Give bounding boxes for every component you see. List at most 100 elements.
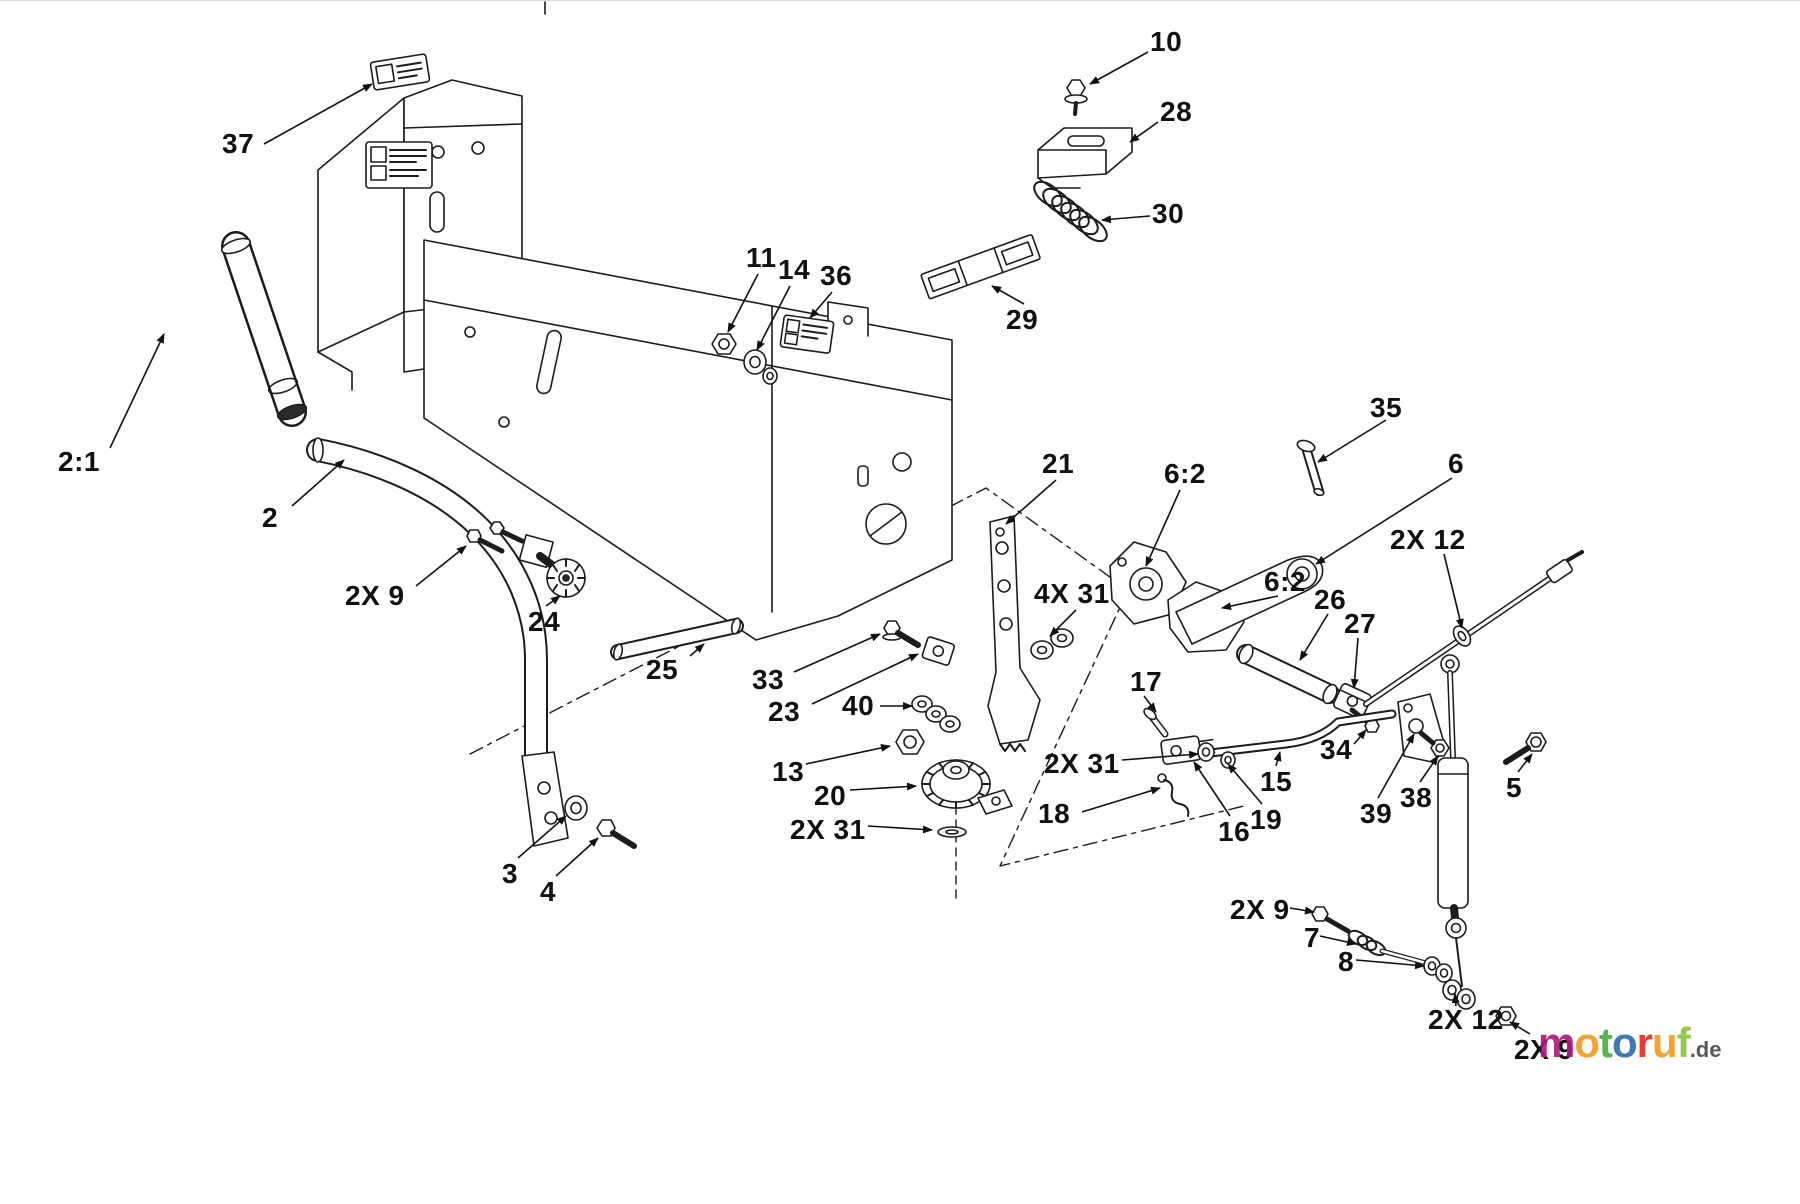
bevel-gear-20 xyxy=(921,759,1013,815)
leader-line-19 xyxy=(517,815,567,859)
leader-line-42 xyxy=(1289,906,1315,915)
leader-line-28 xyxy=(1299,613,1329,661)
page-top-edge xyxy=(0,0,1800,1)
leader-line-41 xyxy=(1355,959,1425,970)
bushing-39 xyxy=(1408,718,1424,734)
clevis-pin-35 xyxy=(1296,439,1325,497)
lever-arm-6 xyxy=(1175,555,1324,645)
leader-line-3 xyxy=(1101,215,1151,224)
lower-linkage xyxy=(1143,707,1397,817)
leader-line-21 xyxy=(1005,479,1057,525)
leader-line-14 xyxy=(811,653,919,705)
washers-40 xyxy=(911,695,961,733)
console-assembly xyxy=(317,53,953,641)
leader-line-8 xyxy=(109,333,165,449)
leader-line-27 xyxy=(1443,553,1464,629)
leader-line-0 xyxy=(263,83,373,145)
top-fasteners xyxy=(711,333,778,385)
leader-line-35 xyxy=(1273,751,1282,767)
spring-30 xyxy=(1033,180,1108,243)
washer-31-left xyxy=(937,826,967,838)
watermark-letter: o xyxy=(1612,1019,1638,1066)
leader-line-25 xyxy=(1315,477,1453,565)
leader-line-4 xyxy=(991,285,1025,305)
cam-lever-assembly xyxy=(1030,439,1584,733)
watermark-letter: m xyxy=(1538,1019,1575,1066)
watermark-letter: f xyxy=(1676,1019,1691,1066)
watermark-letter: u xyxy=(1652,1019,1678,1066)
leader-line-23 xyxy=(1049,609,1077,637)
leader-line-33 xyxy=(1419,755,1439,783)
leader-line-31 xyxy=(1353,729,1367,745)
washer-31-a xyxy=(1030,640,1054,660)
latch-parts xyxy=(920,79,1133,300)
leader-line-5 xyxy=(727,273,759,333)
rod-25 xyxy=(610,617,744,661)
knob-24 xyxy=(518,534,586,598)
leader-line-29 xyxy=(1350,637,1359,689)
leader-line-30 xyxy=(1143,695,1157,713)
bottom-hardware xyxy=(1311,906,1517,1026)
clevis-27 xyxy=(1332,683,1372,720)
leader-line-32 xyxy=(1377,733,1415,799)
upper-handle-tube xyxy=(220,231,308,427)
leader-line-24 xyxy=(1221,595,1279,611)
leader-line-17 xyxy=(849,782,917,791)
leader-line-36 xyxy=(1227,763,1263,805)
leader-line-26 xyxy=(1317,419,1387,463)
leader-line-13 xyxy=(793,633,881,673)
latch-plate-29 xyxy=(920,234,1041,300)
leader-line-11 xyxy=(545,595,561,607)
leader-line-12 xyxy=(689,643,705,657)
knob-and-rod-parts xyxy=(466,521,744,661)
shift-lever-21 xyxy=(987,515,1041,752)
nut-13 xyxy=(895,729,925,755)
cotter-pin-18 xyxy=(1157,773,1190,817)
leader-line-1 xyxy=(1089,51,1149,85)
washer-3 xyxy=(564,795,588,821)
watermark-letter: r xyxy=(1636,1019,1653,1066)
washer-8-b xyxy=(1435,963,1453,983)
lower-handle-tube xyxy=(306,437,637,849)
bolt-9b xyxy=(489,521,505,535)
leader-line-20 xyxy=(555,837,599,877)
leader-line-34 xyxy=(1517,753,1533,773)
shock-absorber-5 xyxy=(1437,654,1469,939)
spring-link-7 xyxy=(1347,929,1429,966)
decal-right xyxy=(779,314,835,354)
shock-absorber-assembly xyxy=(1397,654,1547,939)
leader-line-38 xyxy=(1081,786,1161,813)
washer-14 xyxy=(743,349,767,375)
bolt-9a xyxy=(466,529,482,543)
rod-26 xyxy=(1236,643,1340,705)
leader-line-43 xyxy=(1451,993,1460,1007)
bolt-38 xyxy=(1430,739,1450,757)
mount-bolt-5 xyxy=(1525,732,1547,752)
leader-line-2 xyxy=(1129,121,1159,143)
leader-line-37 xyxy=(1193,761,1231,817)
leader-line-16 xyxy=(805,743,891,765)
nut-11 xyxy=(711,333,737,355)
leader-line-40 xyxy=(1319,935,1357,946)
washer-12-upper xyxy=(1452,625,1472,647)
leader-line-9 xyxy=(291,459,345,507)
leader-line-6 xyxy=(756,285,791,351)
handle-bracket xyxy=(521,751,569,847)
leader-line-18 xyxy=(867,825,933,834)
leader-line-10 xyxy=(415,545,467,587)
clamp-23 xyxy=(921,636,956,666)
watermark-letter: t xyxy=(1599,1019,1613,1066)
shift-linkage-cluster xyxy=(882,515,1041,838)
leader-lines xyxy=(109,51,1533,1035)
construction-lines xyxy=(469,1,1245,899)
watermark-letter: o xyxy=(1574,1019,1600,1066)
leader-line-39 xyxy=(1121,750,1199,761)
leader-line-7 xyxy=(809,291,833,319)
watermark: motoruf.de xyxy=(1538,1022,1721,1064)
leader-line-44 xyxy=(1509,1021,1531,1035)
watermark-suffix: .de xyxy=(1689,1037,1722,1062)
leader-line-22 xyxy=(1145,489,1181,567)
